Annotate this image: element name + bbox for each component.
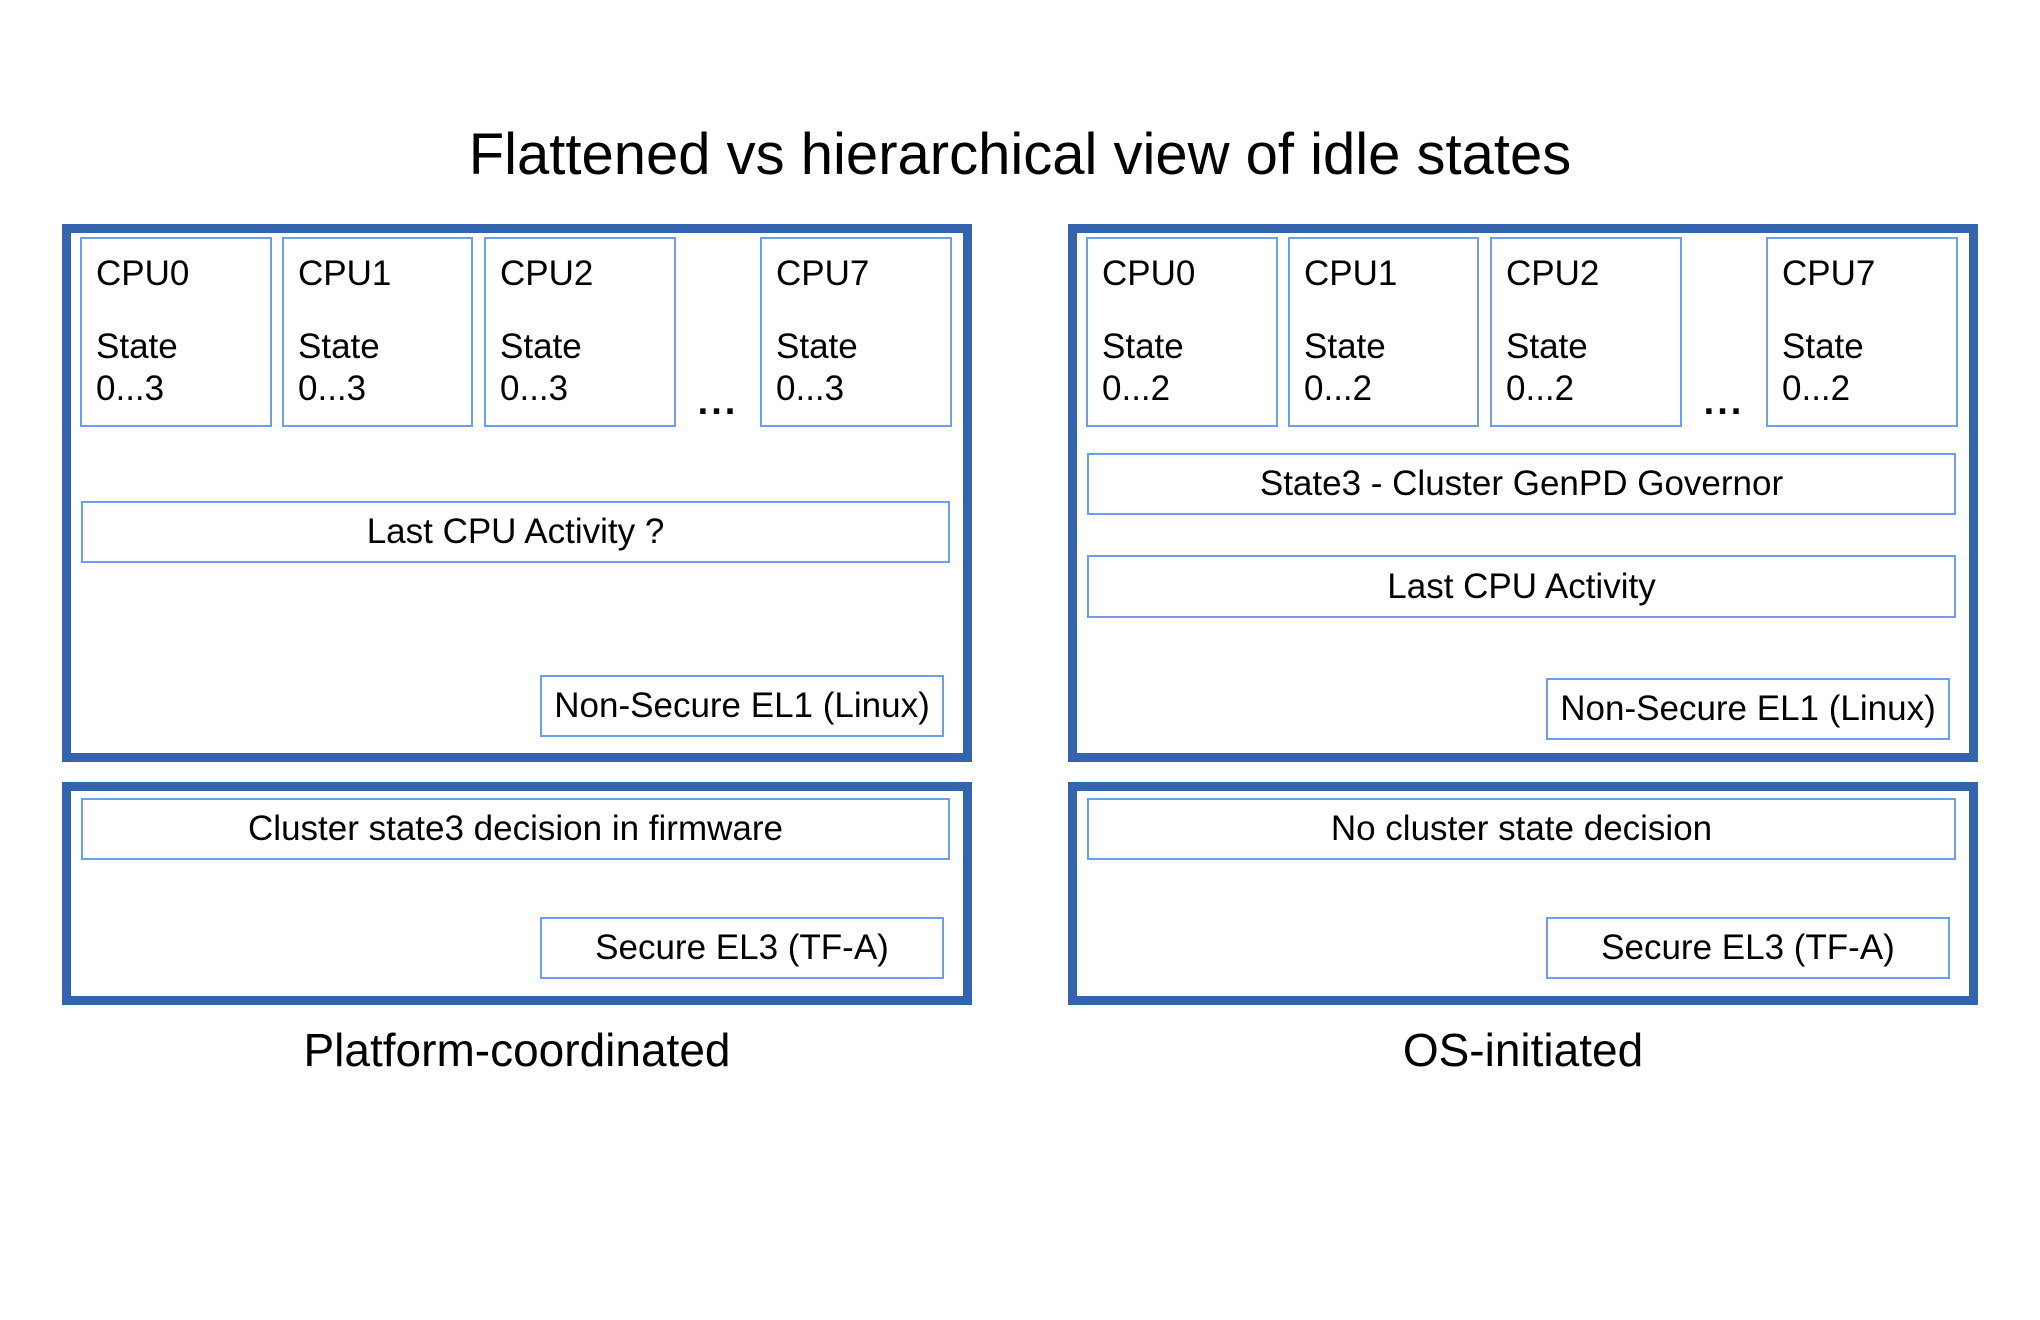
cpu-label: CPU1 [298, 254, 392, 293]
panel-os-el1: CPU0 State 0...2 CPU1 State 0...2 CPU2 S… [1068, 224, 1978, 762]
state-word: State [776, 327, 858, 367]
state-word: State [1102, 327, 1184, 367]
state-word: State [500, 327, 582, 367]
state-range: 0...3 [298, 368, 367, 408]
state-word: State [1506, 327, 1588, 367]
state-range: 0...3 [776, 368, 845, 408]
cluster-decision-box: No cluster state decision [1087, 798, 1956, 860]
cpu-ellipsis: ... [697, 381, 739, 423]
cpu-ellipsis: ... [1703, 381, 1745, 423]
last-cpu-activity-box: Last CPU Activity ? [81, 501, 950, 563]
page-title: Flattened vs hierarchical view of idle s… [468, 122, 1572, 187]
cpu-label: CPU0 [1102, 254, 1196, 293]
cpu-state-label: State 0...2 [1506, 326, 1674, 409]
cpu-state-label: State 0...2 [1102, 326, 1270, 409]
panel-os-el3: No cluster state decision Secure EL3 (TF… [1068, 782, 1978, 1005]
genpd-governor-label: State3 - Cluster GenPD Governor [1259, 464, 1784, 504]
cpu-box-cpu1: CPU1 State 0...3 [282, 237, 473, 427]
panel-platform-el1: CPU0 State 0...3 CPU1 State 0...3 CPU2 S… [62, 224, 972, 762]
non-secure-el1-label: Non-Secure EL1 (Linux) [1560, 689, 1936, 729]
non-secure-el1-box: Non-Secure EL1 (Linux) [1546, 678, 1950, 740]
secure-el3-label: Secure EL3 (TF-A) [595, 928, 889, 968]
state-range: 0...2 [1304, 368, 1373, 408]
secure-el3-box: Secure EL3 (TF-A) [540, 917, 944, 979]
cpu-state-label: State 0...3 [776, 326, 944, 409]
panel-label-platform-coordinated: Platform-coordinated [303, 1024, 731, 1076]
cpu-box-cpu1: CPU1 State 0...2 [1288, 237, 1479, 427]
state-word: State [96, 327, 178, 367]
cpu-label: CPU0 [96, 254, 190, 293]
cpu-box-cpu0: CPU0 State 0...2 [1086, 237, 1278, 427]
cpu-state-label: State 0...2 [1782, 326, 1950, 409]
state-word: State [1782, 327, 1864, 367]
state-range: 0...3 [96, 368, 165, 408]
cpu-label: CPU2 [1506, 254, 1600, 293]
genpd-governor-box: State3 - Cluster GenPD Governor [1087, 453, 1956, 515]
cpu-state-label: State 0...3 [96, 326, 264, 409]
state-range: 0...2 [1782, 368, 1851, 408]
cpu-box-cpu2: CPU2 State 0...3 [484, 237, 676, 427]
cpu-label: CPU7 [1782, 254, 1876, 293]
cpu-state-label: State 0...2 [1304, 326, 1471, 409]
state-word: State [298, 327, 380, 367]
cpu-box-cpu7: CPU7 State 0...2 [1766, 237, 1958, 427]
state-range: 0...2 [1102, 368, 1171, 408]
cpu-box-cpu2: CPU2 State 0...2 [1490, 237, 1682, 427]
panel-label-os-initiated: OS-initiated [1402, 1024, 1644, 1076]
cluster-decision-box: Cluster state3 decision in firmware [81, 798, 950, 860]
non-secure-el1-label: Non-Secure EL1 (Linux) [554, 686, 930, 726]
last-cpu-activity-label: Last CPU Activity [1387, 566, 1656, 606]
secure-el3-label: Secure EL3 (TF-A) [1601, 928, 1895, 968]
secure-el3-box: Secure EL3 (TF-A) [1546, 917, 1950, 979]
cpu-box-cpu0: CPU0 State 0...3 [80, 237, 272, 427]
cpu-label: CPU1 [1304, 254, 1398, 293]
last-cpu-activity-label: Last CPU Activity ? [366, 512, 665, 552]
state-word: State [1304, 327, 1386, 367]
state-range: 0...3 [500, 368, 569, 408]
cpu-label: CPU7 [776, 254, 870, 293]
cluster-decision-label: Cluster state3 decision in firmware [248, 809, 783, 849]
cpu-state-label: State 0...3 [500, 326, 668, 409]
cpu-state-label: State 0...3 [298, 326, 465, 409]
state-range: 0...2 [1506, 368, 1575, 408]
last-cpu-activity-box: Last CPU Activity [1087, 555, 1956, 618]
cpu-label: CPU2 [500, 254, 594, 293]
cpu-box-cpu7: CPU7 State 0...3 [760, 237, 952, 427]
non-secure-el1-box: Non-Secure EL1 (Linux) [540, 675, 944, 737]
panel-platform-el3: Cluster state3 decision in firmware Secu… [62, 782, 972, 1005]
cluster-decision-label: No cluster state decision [1330, 809, 1713, 849]
